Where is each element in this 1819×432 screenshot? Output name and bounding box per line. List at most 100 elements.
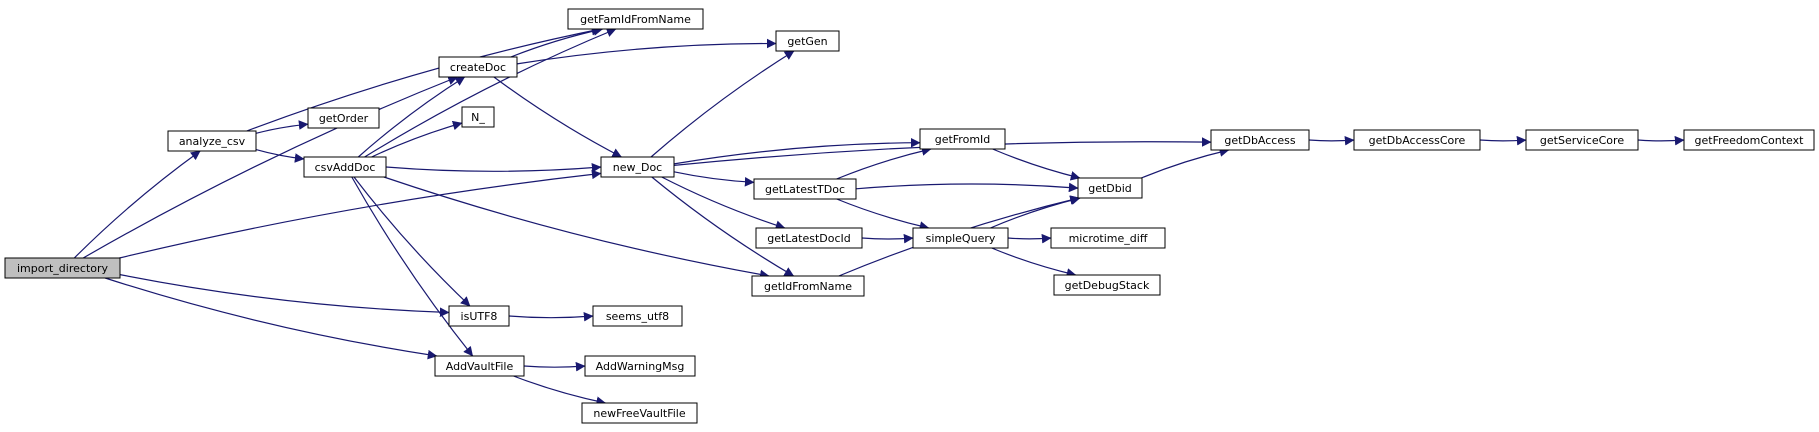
- node-label: getServiceCore: [1540, 134, 1624, 147]
- node-getIdFromName[interactable]: getIdFromName: [751, 275, 865, 297]
- edge-simpleQuery-to-getDebugStack: [991, 247, 1077, 278]
- node-box: [1683, 129, 1815, 151]
- edge-import_directory-to-analyze_csv: [73, 150, 201, 259]
- node-box: [753, 178, 857, 200]
- edge-createDoc-to-getGen: [516, 38, 777, 65]
- node-getLatestTDoc[interactable]: getLatestTDoc: [753, 178, 857, 200]
- node-getFamIdFromName[interactable]: getFamIdFromName: [567, 8, 704, 30]
- node-label: getDbAccessCore: [1369, 134, 1466, 147]
- node-getDebugStack[interactable]: getDebugStack: [1053, 274, 1161, 296]
- edge-csvAddDoc-to-N_: [371, 120, 463, 158]
- node-box: [600, 156, 675, 178]
- node-AddWarningMsg[interactable]: AddWarningMsg: [584, 355, 696, 377]
- edge-simpleQuery-to-getDbid: [990, 195, 1081, 229]
- edge-analyze_csv-to-getFamIdFromName: [246, 26, 602, 132]
- node-getServiceCore[interactable]: getServiceCore: [1525, 129, 1639, 151]
- node-label: getDbid: [1088, 182, 1132, 195]
- edge-getLatestTDoc-to-getDbid: [855, 182, 1079, 193]
- node-box: [307, 107, 380, 129]
- edge-createDoc-to-getFamIdFromName: [510, 26, 604, 58]
- node-box: [1353, 129, 1481, 151]
- node-label: import_directory: [17, 262, 109, 275]
- edge-csvAddDoc-to-new_Doc: [385, 162, 602, 173]
- node-box: [167, 130, 257, 152]
- edge-import_directory-to-AddVaultFile: [104, 277, 438, 360]
- edge-getLatestTDoc-to-getFromId: [836, 146, 932, 180]
- edge-import_directory-to-isUTF8: [119, 274, 450, 317]
- node-label: AddWarningMsg: [596, 360, 685, 373]
- edge-csvAddDoc-to-createDoc: [357, 76, 466, 158]
- node-new_Doc[interactable]: new_Doc: [600, 156, 675, 178]
- node-createDoc[interactable]: createDoc: [438, 56, 518, 78]
- node-box: [1210, 129, 1310, 151]
- node-getFromId[interactable]: getFromId: [919, 128, 1006, 150]
- node-label: getFreedomContext: [1695, 134, 1805, 147]
- node-AddVaultFile[interactable]: AddVaultFile: [434, 355, 525, 377]
- node-csvAddDoc[interactable]: csvAddDoc: [303, 156, 387, 178]
- node-label: csvAddDoc: [315, 161, 376, 174]
- edge-csvAddDoc-to-getFamIdFromName: [364, 28, 617, 158]
- edge-new_Doc-to-getLatestTDoc: [673, 171, 755, 187]
- node-import_directory[interactable]: import_directory: [4, 257, 121, 279]
- node-box: [303, 156, 387, 178]
- node-box: [755, 227, 863, 249]
- node-label: microtime_diff: [1069, 232, 1148, 245]
- node-getFreedomContext[interactable]: getFreedomContext: [1683, 129, 1815, 151]
- node-box: [1525, 129, 1639, 151]
- edge-import_directory-to-new_Doc: [119, 169, 602, 259]
- node-box: [567, 8, 704, 30]
- node-simpleQuery[interactable]: simpleQuery: [912, 227, 1009, 249]
- node-label: seems_utf8: [606, 310, 669, 323]
- node-layer: import_directory analyze_csv csvAddDoc getF…: [4, 8, 1815, 424]
- node-box: [461, 106, 495, 128]
- node-box: [1050, 227, 1166, 249]
- node-box: [1077, 177, 1143, 199]
- edge-createDoc-to-new_Doc: [493, 76, 622, 158]
- node-box: [584, 355, 696, 377]
- node-label: getLatestTDoc: [765, 183, 845, 196]
- node-label: getDebugStack: [1065, 279, 1150, 292]
- node-getDbAccessCore[interactable]: getDbAccessCore: [1353, 129, 1481, 151]
- node-getOrder[interactable]: getOrder: [307, 107, 380, 129]
- node-box: [775, 30, 840, 52]
- edge-isUTF8-to-seems_utf8: [508, 311, 594, 322]
- node-box: [751, 275, 865, 297]
- node-box: [919, 128, 1006, 150]
- node-getDbAccess[interactable]: getDbAccess: [1210, 129, 1310, 151]
- edge-AddVaultFile-to-newFreeVaultFile: [513, 375, 606, 406]
- edge-csvAddDoc-to-AddVaultFile: [351, 176, 474, 357]
- node-getDbid[interactable]: getDbid: [1077, 177, 1143, 199]
- node-microtime_diff[interactable]: microtime_diff: [1050, 227, 1166, 249]
- node-label: AddVaultFile: [446, 360, 514, 373]
- node-box: [1053, 274, 1161, 296]
- edge-getDbAccess-to-getDbAccessCore: [1308, 135, 1355, 146]
- node-label: getIdFromName: [764, 280, 852, 293]
- node-label: createDoc: [450, 61, 506, 74]
- node-box: [438, 56, 518, 78]
- node-getLatestDocId[interactable]: getLatestDocId: [755, 227, 863, 249]
- node-label: getFamIdFromName: [580, 13, 691, 26]
- node-isUTF8[interactable]: isUTF8: [448, 305, 510, 327]
- edge-getLatestDocId-to-simpleQuery: [861, 233, 914, 244]
- node-newFreeVaultFile[interactable]: newFreeVaultFile: [581, 402, 698, 424]
- node-box: [912, 227, 1009, 249]
- node-label: simpleQuery: [926, 232, 996, 245]
- edge-new_Doc-to-getFromId: [673, 137, 921, 165]
- node-label: N_: [471, 111, 485, 124]
- node-box: [448, 305, 510, 327]
- edge-analyze_csv-to-csvAddDoc: [255, 149, 305, 163]
- edge-getDbid-to-getDbAccess: [1141, 147, 1230, 179]
- node-N_[interactable]: N_: [461, 106, 495, 128]
- node-box: [4, 257, 121, 279]
- node-analyze_csv[interactable]: analyze_csv: [167, 130, 257, 152]
- node-seems_utf8[interactable]: seems_utf8: [592, 305, 683, 327]
- edge-new_Doc-to-getGen: [650, 50, 795, 158]
- node-label: getLatestDocId: [767, 232, 851, 245]
- edge-analyze_csv-to-getOrder: [255, 120, 309, 134]
- edge-getServiceCore-to-getFreedomContext: [1637, 135, 1685, 146]
- node-label: newFreeVaultFile: [593, 407, 685, 420]
- node-getGen[interactable]: getGen: [775, 30, 840, 52]
- edge-csvAddDoc-to-getIdFromName: [383, 176, 770, 280]
- node-label: isUTF8: [461, 310, 498, 323]
